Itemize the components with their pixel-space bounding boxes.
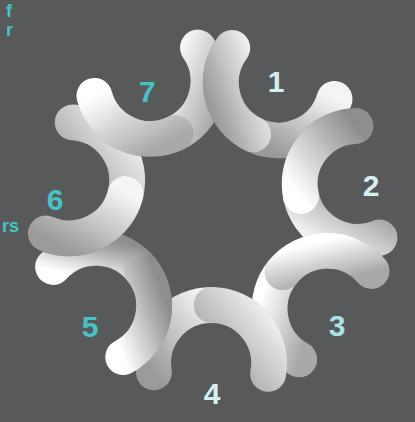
ribbon-segment bbox=[221, 48, 253, 134]
callout-number: 6 bbox=[47, 185, 64, 215]
cut-off-text: f bbox=[6, 2, 12, 20]
ribbon-segment bbox=[212, 305, 269, 374]
callout-number: 3 bbox=[329, 311, 346, 341]
ribbon-segment bbox=[212, 305, 269, 374]
ribbon-segment bbox=[283, 251, 372, 272]
callout-number: 1 bbox=[268, 67, 285, 97]
callout-number: 2 bbox=[363, 171, 380, 201]
ribbon-segment bbox=[300, 126, 356, 196]
ribbon-segment bbox=[94, 96, 175, 139]
callout-number: 5 bbox=[82, 312, 99, 342]
ribbon-segment bbox=[221, 48, 253, 134]
callout-number: 7 bbox=[139, 77, 156, 107]
ribbon-segment bbox=[283, 251, 372, 272]
ribbon-segment bbox=[300, 126, 356, 196]
ribbon-segment bbox=[94, 96, 175, 139]
cut-off-text: rs bbox=[2, 217, 19, 235]
ribbon-segment bbox=[123, 270, 154, 357]
cut-off-text: r bbox=[6, 21, 13, 39]
callout-number: 4 bbox=[204, 379, 221, 409]
ribbon-segment bbox=[123, 270, 154, 357]
